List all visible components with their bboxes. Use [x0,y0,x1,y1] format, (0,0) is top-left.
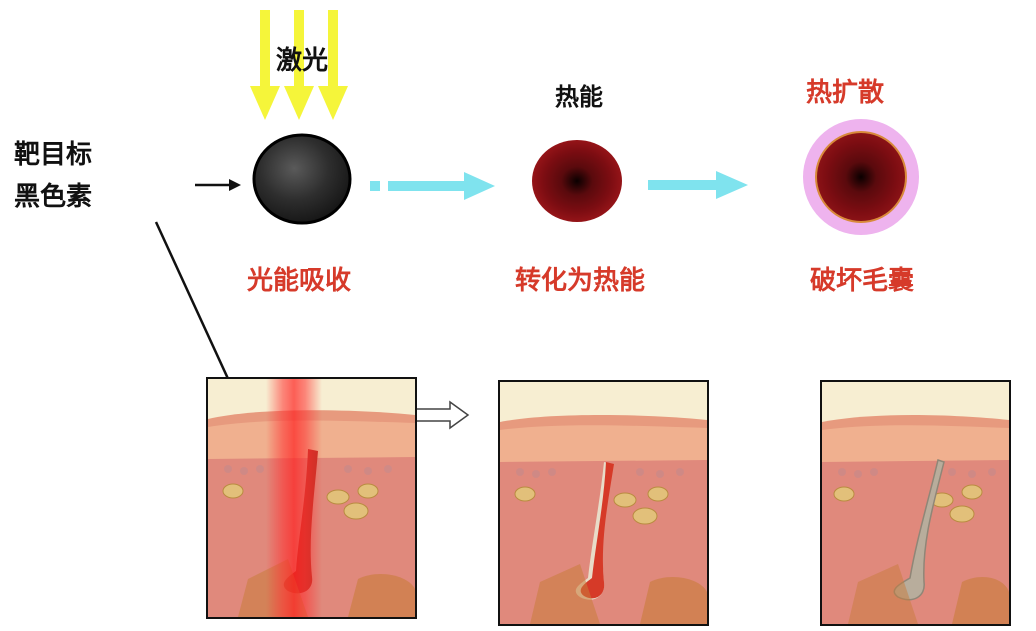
target-label-line2: 黑色素 [14,182,93,212]
step1-label: 光能吸收 [247,266,352,296]
melanin-particle [252,133,352,225]
right-arrow-icon [195,179,241,191]
down-arrow-icon [318,10,348,120]
skin-illustration [822,382,1009,624]
step3-label: 破坏毛囊 [810,266,915,296]
target-label-line1: 靶目标 [14,140,93,170]
heated-particle [532,140,622,222]
skin-illustration [208,379,415,617]
hollow-right-arrow-icon [414,400,470,430]
skin-illustration [500,382,707,624]
down-arrow-icon [250,10,280,120]
diffusing-particle [803,119,919,235]
right-arrow-icon [648,171,748,199]
heat-energy-label: 热能 [555,83,603,111]
step2-label: 转化为热能 [515,266,646,296]
skin-panel-destroyed [820,380,1011,626]
down-arrow-icon [284,10,314,120]
right-arrow-icon [370,172,495,200]
skin-panel-absorption [206,377,417,619]
heat-diffusion-label: 热扩散 [806,78,885,108]
laser-label: 激光 [276,46,329,76]
skin-panel-heat [498,380,709,626]
laser-beams [250,10,348,120]
